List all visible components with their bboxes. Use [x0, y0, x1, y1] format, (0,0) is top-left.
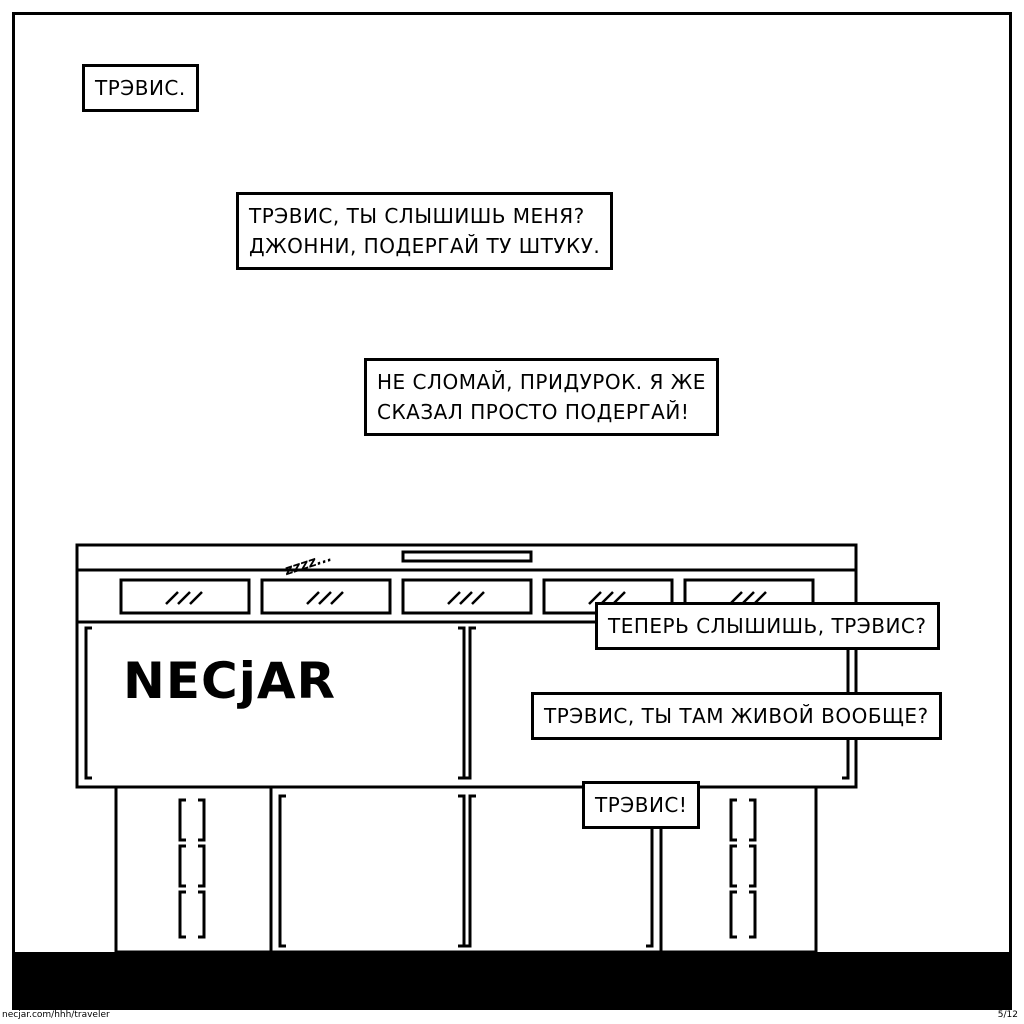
caption-text: Трэвис.: [95, 76, 186, 100]
caption-box-3: Не сломай, придурок. Я же сказал просто …: [364, 358, 719, 436]
caption-line: Джонни, подергай ту штуку.: [249, 234, 601, 258]
caption-box-4: Теперь слышишь, Трэвис?: [595, 602, 940, 650]
caption-box-5: Трэвис, ты там живой вообще?: [531, 692, 942, 740]
caption-box-6: Трэвис!: [582, 781, 701, 829]
caption-line: Трэвис, ты слышишь меня?: [249, 204, 585, 228]
necjar-logo: NECjAR: [123, 652, 337, 710]
caption-text: Теперь слышишь, Трэвис?: [608, 614, 927, 638]
caption-box-2: Трэвис, ты слышишь меня? Джонни, подерга…: [236, 192, 614, 270]
caption-text: Трэвис, ты там живой вообще?: [544, 704, 929, 728]
page-number: 5/12: [997, 1010, 1018, 1020]
caption-line: Не сломай, придурок. Я же: [377, 370, 706, 394]
caption-line: сказал просто подергай!: [377, 400, 690, 424]
caption-text: Трэвис!: [595, 793, 688, 817]
caption-box-1: Трэвис.: [82, 64, 199, 112]
footer-url: necjar.com/hhh/traveler: [2, 1010, 110, 1020]
